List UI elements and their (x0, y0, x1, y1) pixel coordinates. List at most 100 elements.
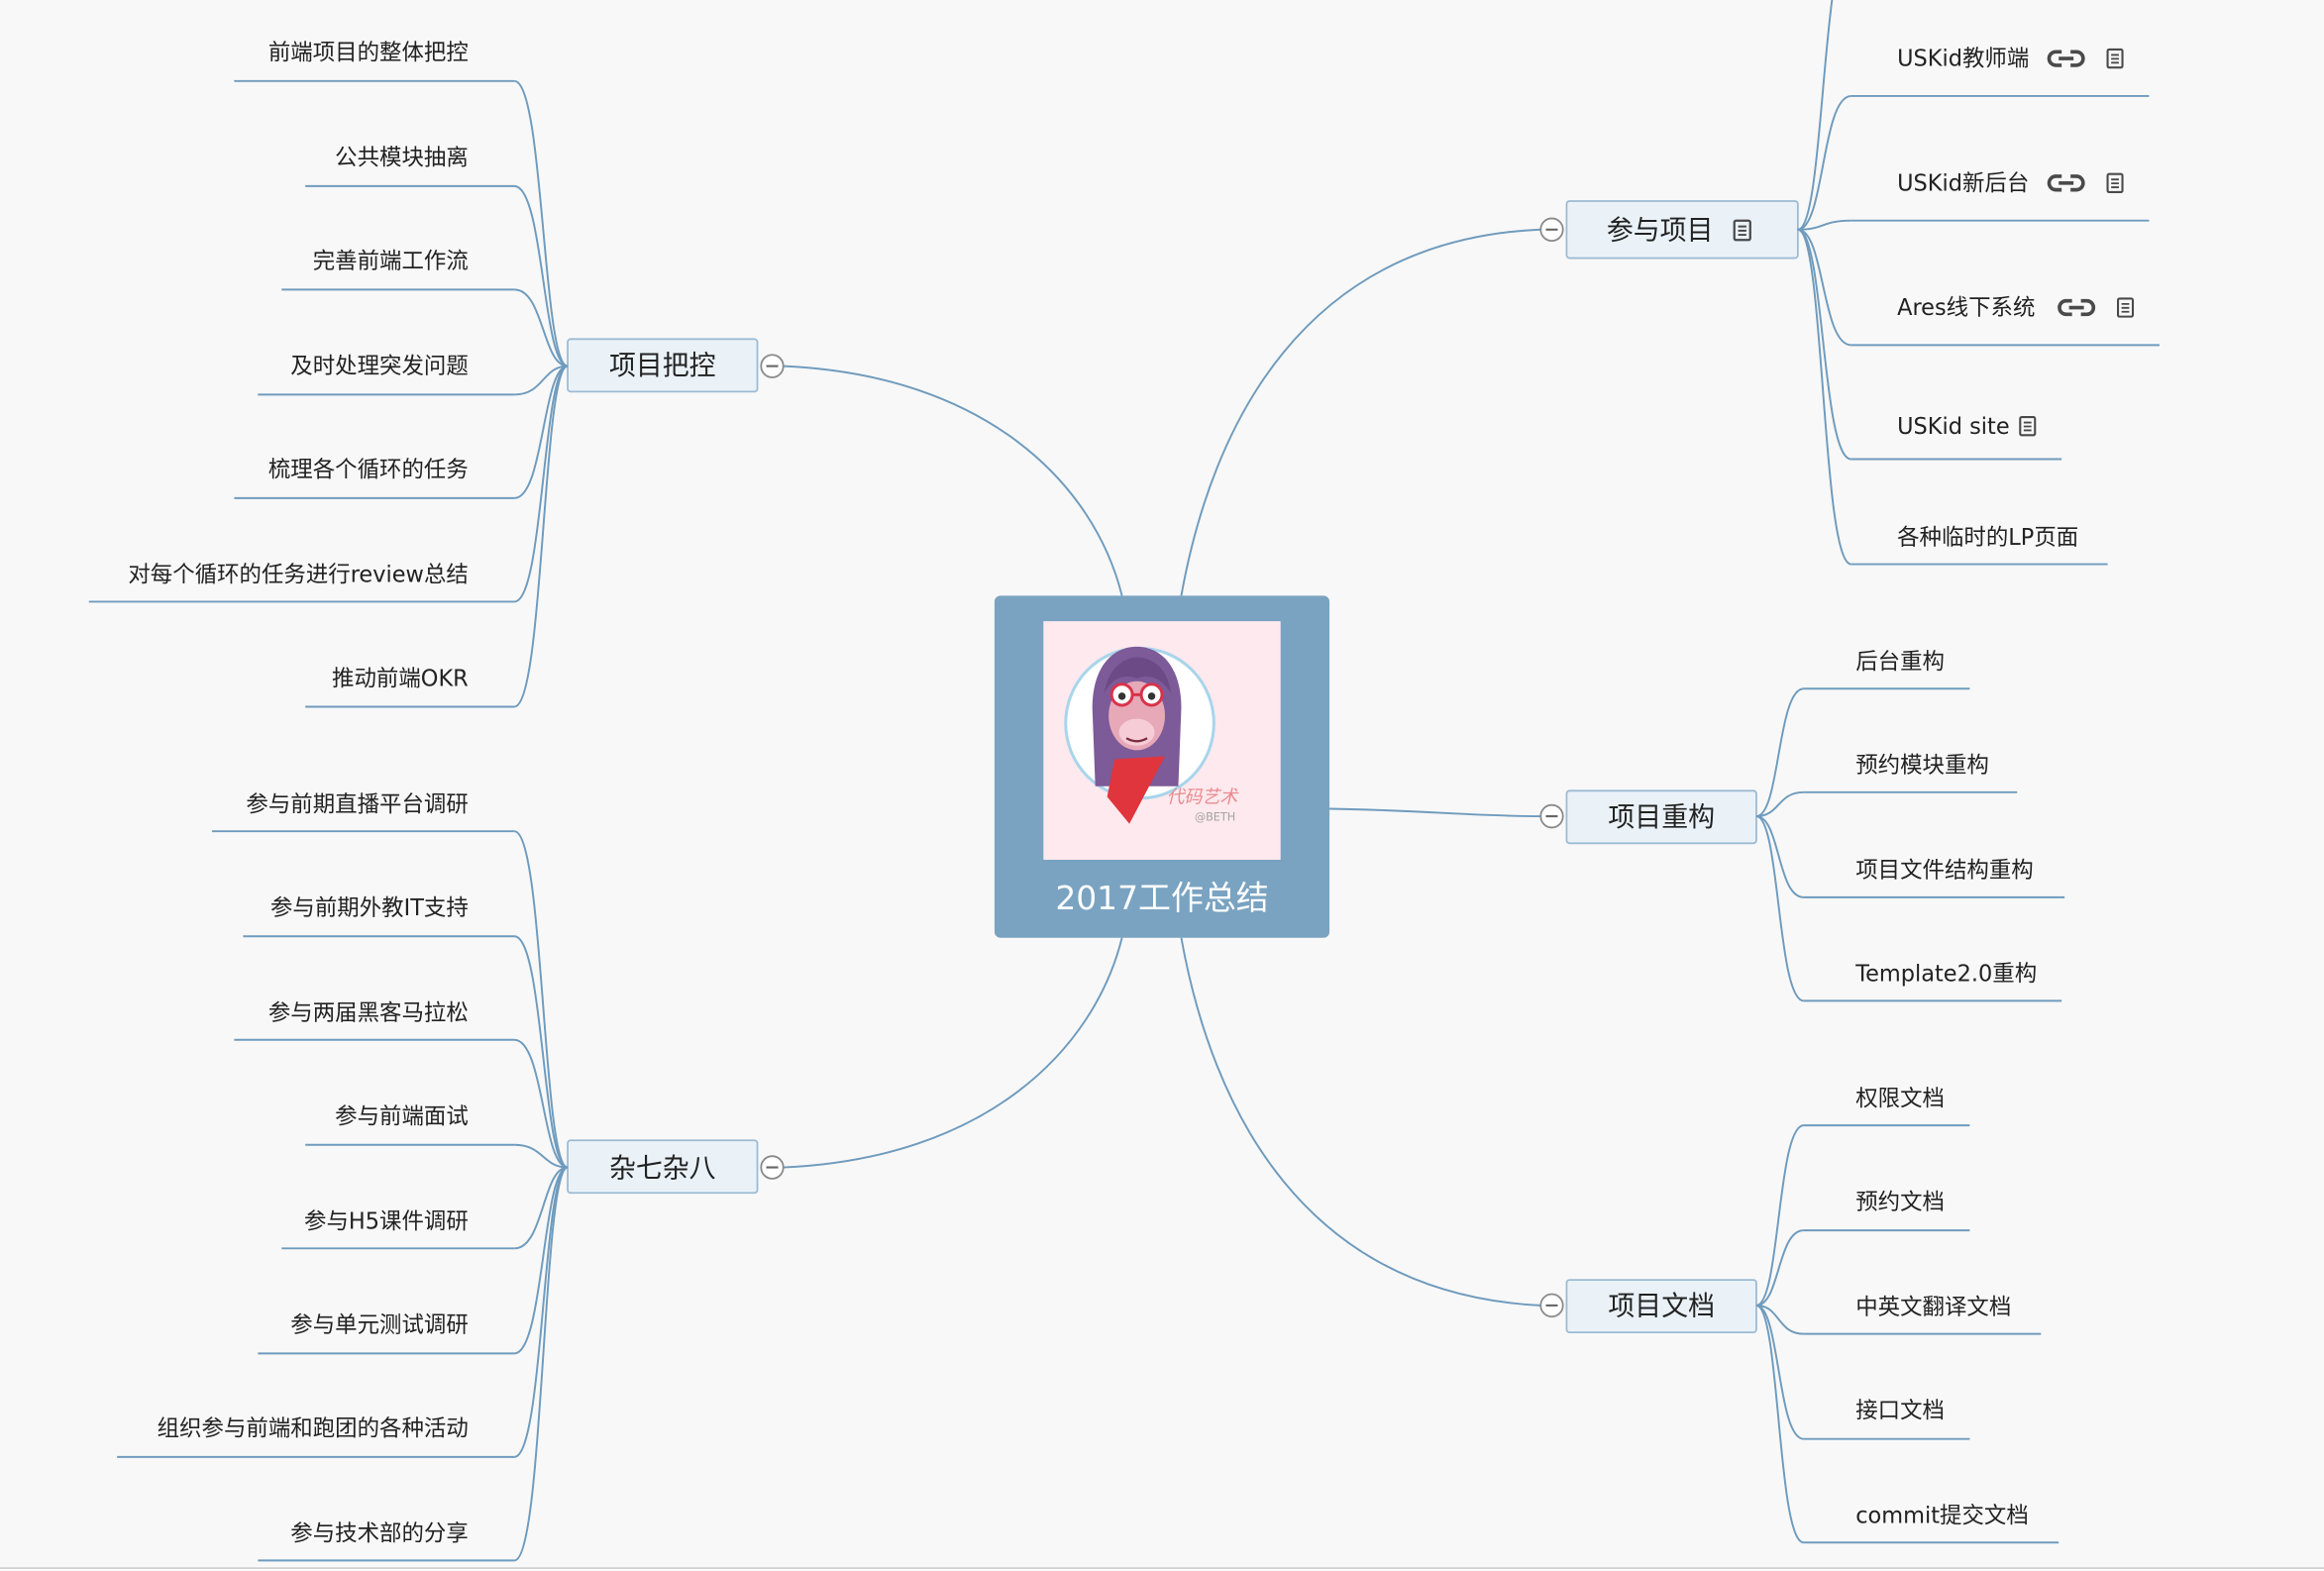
subtopic[interactable]: 前端项目的整体把控 (234, 40, 569, 367)
connector-line (1797, 94, 1851, 231)
topic-project-control[interactable]: 项目把控 (567, 338, 759, 393)
subtopic[interactable]: 梳理各个循环的任务 (234, 365, 569, 499)
collapse-miscellaneous-button[interactable] (760, 1155, 785, 1180)
topic-label: 项目把控 (609, 351, 716, 381)
subtopic[interactable]: 各种临时的LP页面 (1797, 228, 2108, 566)
connector-line (513, 830, 569, 1169)
connector-line (784, 365, 1123, 596)
topic-docs[interactable]: 项目文档 (1565, 1279, 1757, 1334)
subtopic[interactable]: 及时处理突发问题 (258, 354, 569, 396)
connector-line (1755, 815, 1805, 898)
subtopic-label: Template2.0重构 (1854, 962, 2037, 988)
subtopic[interactable]: Template2.0重构 (1755, 815, 2062, 1002)
subtopic-label: USKid教师端 (1897, 47, 2029, 72)
subtopic[interactable]: 参与单元测试调研 (258, 1166, 569, 1355)
subtopic-label: 预约文档 (1855, 1190, 1945, 1215)
topic-label: 项目文档 (1608, 1292, 1715, 1322)
subtopic-label: 梳理各个循环的任务 (268, 458, 469, 483)
connector-line (513, 935, 569, 1169)
collapse-docs-button[interactable] (1539, 1293, 1564, 1318)
collapse-refactor-button[interactable] (1539, 803, 1564, 829)
topic-label: 项目重构 (1608, 802, 1715, 833)
connector-line (514, 288, 569, 367)
logo-text: 代码艺术 (1166, 786, 1239, 807)
connector-line (784, 937, 1123, 1169)
connector-line (514, 365, 569, 396)
subtopic-label: 参与单元测试调研 (290, 1312, 469, 1338)
subtopic-label: 参与两届黑客马拉松 (268, 1000, 469, 1026)
subtopic-label: 组织参与前端和跑团的各种活动 (158, 1416, 469, 1442)
subtopic-label: 参与技术部的分享 (290, 1521, 469, 1547)
subtopic[interactable]: USKid教师端 (1797, 47, 2150, 231)
subtopic-label: 推动前端OKR (332, 666, 469, 691)
subtopic[interactable]: 参与前期外教IT支持 (243, 895, 569, 1169)
subtopic-label: 各种临时的LP页面 (1897, 525, 2078, 551)
collapse-project-control-button[interactable] (760, 354, 785, 378)
subtopic-label: 参与H5课件调研 (304, 1209, 469, 1235)
subtopic[interactable]: 组织参与前端和跑团的各种活动 (117, 1166, 569, 1458)
connector-line (514, 1143, 569, 1169)
connector-line (1180, 228, 1540, 596)
subtopic-label: 对每个循环的任务进行review总结 (128, 563, 468, 588)
topic-participation[interactable]: 参与项目 (1565, 200, 1799, 260)
logo-sub-text: @BETH (1195, 811, 1235, 824)
subtopic[interactable]: 参与前端面试 (305, 1103, 569, 1169)
connector-line (514, 1166, 569, 1250)
central-topic-image: 代码艺术 @BETH (1043, 621, 1281, 860)
subtopic-label: 中英文翻译文档 (1855, 1295, 2011, 1320)
subtopic[interactable]: 参与前期直播平台调研 (211, 791, 569, 1169)
connector-line (1797, 228, 1851, 347)
subtopic[interactable]: 对每个循环的任务进行review总结 (88, 365, 569, 603)
connector-line (513, 1038, 569, 1169)
subtopic[interactable]: 权限文档 (1755, 1086, 1970, 1307)
subtopic[interactable]: 中英文翻译文档 (1755, 1295, 2042, 1335)
window-bottom-strip (0, 1569, 2324, 1571)
topic-refactor[interactable]: 项目重构 (1565, 789, 1757, 845)
collapse-participation-button[interactable] (1539, 217, 1564, 243)
subtopic[interactable]: USKid新后台 (1797, 170, 2150, 231)
connector-line (513, 1166, 569, 1562)
connector-line (1755, 1229, 1804, 1307)
connector-line (1797, 228, 1852, 461)
subtopic[interactable]: 接口文档 (1755, 1304, 1970, 1440)
subtopic-label: commit提交文档 (1855, 1503, 2029, 1528)
subtopic[interactable]: 参与技术部的分享 (258, 1166, 569, 1562)
connector-line (1755, 790, 1804, 818)
connector-line (1755, 1304, 1804, 1335)
subtopic-label: USKid新后台 (1897, 170, 2029, 196)
subtopic-label: 前端项目的整体把控 (268, 40, 469, 65)
subtopic[interactable]: 预约模块重构 (1755, 753, 2018, 818)
window-bottom-border (0, 1567, 2324, 1570)
subtopic[interactable]: 项目文件结构重构 (1755, 815, 2065, 898)
subtopic[interactable]: USKid site (1797, 228, 2062, 461)
subtopic[interactable]: 公共模块抽离 (305, 146, 569, 367)
subtopic[interactable]: 预约文档 (1755, 1190, 1970, 1307)
connector-line (1755, 687, 1805, 818)
connector-line (1755, 1304, 1805, 1440)
subtopic-label: 及时处理突发问题 (290, 354, 469, 379)
subtopic[interactable]: 完善前端工作流 (281, 249, 569, 367)
topic-label: 杂七杂八 (609, 1153, 716, 1184)
subtopic-label: 接口文档 (1855, 1398, 1945, 1423)
subtopic-label: Ares线下系统 (1897, 295, 2035, 321)
connector-line (1329, 807, 1540, 818)
main-connectors (784, 228, 1540, 1307)
connector-line (513, 365, 569, 499)
central-topic[interactable]: 代码艺术 @BETH 2017工作总结 (994, 595, 1330, 938)
subtopic[interactable]: 推动前端OKR (305, 365, 569, 708)
connector-line (1755, 1304, 1805, 1544)
connector-line (513, 365, 569, 603)
subtopic[interactable]: 后台重构 (1755, 649, 1970, 818)
topic-miscellaneous[interactable]: 杂七杂八 (567, 1139, 759, 1195)
subtopic[interactable]: 参与两届黑客马拉松 (234, 1000, 569, 1169)
subtopic-label: 完善前端工作流 (313, 249, 469, 274)
subtopic-label: 参与前期直播平台调研 (246, 791, 468, 817)
topic-label: 参与项目 (1607, 215, 1714, 246)
subtopic[interactable]: commit提交文档 (1755, 1304, 2060, 1544)
connector-line (1797, 0, 1834, 231)
subtopic[interactable]: 参与H5课件调研 (281, 1166, 569, 1250)
subtopic-label: 参与前期外教IT支持 (270, 895, 469, 921)
subtopic-label: 参与前端面试 (335, 1103, 469, 1129)
subtopic[interactable]: Ares线下系统 (1797, 228, 2160, 347)
